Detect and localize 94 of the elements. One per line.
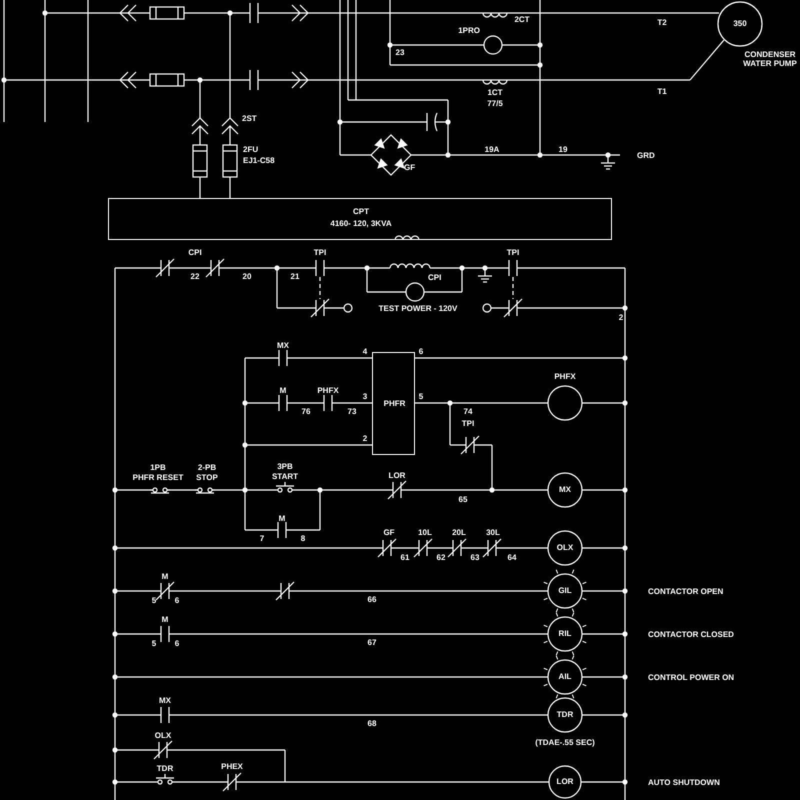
coil-label: TDR xyxy=(556,710,574,719)
device-label: MX xyxy=(159,696,171,705)
device-label: 2ST xyxy=(242,114,257,123)
terminal-label: T1 xyxy=(657,87,667,96)
device-label: 3PB xyxy=(277,462,293,471)
relay-coil xyxy=(548,531,582,565)
device-label: PHFR RESET xyxy=(132,473,184,482)
wire-number: 63 xyxy=(470,553,480,562)
terminal-number: 5 xyxy=(152,596,156,605)
terminal-number: 6 xyxy=(174,639,180,648)
lamp-function-text: CONTACTOR OPEN xyxy=(648,587,724,596)
timer-setting-text: (TDAE-.55 SEC) xyxy=(535,738,595,747)
lamp-function-text: CONTACTOR CLOSED xyxy=(648,630,734,639)
device-label: TPI xyxy=(314,248,326,257)
device-label: LOR xyxy=(388,471,406,480)
wire-number: 22 xyxy=(190,272,200,281)
relay-label: 1PRO xyxy=(458,26,480,35)
device-label: M xyxy=(280,386,286,395)
wire-number: 62 xyxy=(436,553,446,562)
device-label: 1PB xyxy=(150,463,166,472)
part-number: EJ1-C58 xyxy=(243,156,275,165)
device-label: 1CT xyxy=(487,88,503,97)
wire-number: 66 xyxy=(368,595,376,604)
device-label: M xyxy=(162,572,168,581)
wire-number: 23 xyxy=(396,48,404,57)
device-label: MX xyxy=(277,341,289,350)
transformer-box xyxy=(108,198,612,240)
device-label: 30L xyxy=(486,528,500,537)
wire-number: 74 xyxy=(464,407,472,416)
coil-label: OLX xyxy=(556,543,574,552)
wire-number: 67 xyxy=(368,638,376,647)
wire-number: 19A xyxy=(484,145,500,154)
wire-number: 73 xyxy=(348,407,356,416)
lamp-function-text: CONTROL POWER ON xyxy=(648,673,734,682)
terminal-number: 3 xyxy=(362,392,368,401)
relay-coil xyxy=(548,473,582,507)
coil-label: RIL xyxy=(558,629,572,638)
ratio-text: 77/5 xyxy=(487,99,503,108)
box-title: PHFR xyxy=(384,398,406,408)
indicator-lamp xyxy=(541,653,589,701)
terminal-number: 4 xyxy=(362,347,368,356)
device-label: 10L xyxy=(418,528,432,537)
relay-module-box xyxy=(372,352,415,455)
device-label: PHFX xyxy=(317,386,339,395)
terminal-number: 6 xyxy=(174,596,180,605)
wire-number: 61 xyxy=(400,553,410,562)
terminal-label: T2 xyxy=(657,18,667,27)
wire-number: 8 xyxy=(300,534,306,543)
wire-number: 64 xyxy=(508,553,516,562)
relay-coil xyxy=(549,766,581,798)
note-text: TEST POWER - 120V xyxy=(378,304,458,313)
coil-label: 350 xyxy=(733,19,747,28)
wire-number: 76 xyxy=(302,407,310,416)
device-label: OLX xyxy=(154,731,172,740)
wire-number: 7 xyxy=(260,534,264,543)
motor-symbol xyxy=(718,2,762,46)
device-label: GF xyxy=(383,528,395,537)
coil-label: AIL xyxy=(558,672,572,681)
ground-label: GRD xyxy=(637,151,655,160)
terminal-number: 6 xyxy=(418,347,424,356)
indicator-lamp xyxy=(541,567,589,615)
coil-label: MX xyxy=(559,485,571,494)
device-label: STOP xyxy=(196,473,218,482)
relay-label: CPI xyxy=(428,273,442,282)
device-label: GF xyxy=(404,163,416,172)
rating-text: 4160- 120, 3KVA xyxy=(330,219,392,228)
equipment-name: CONDENSER WATER PUMP xyxy=(742,50,798,68)
coil-label: PHFX xyxy=(554,372,576,381)
device-label: PHEX xyxy=(221,762,243,771)
device-label: 2-PB xyxy=(198,463,216,472)
wire-number: 20 xyxy=(242,272,252,281)
device-label: 2CT xyxy=(514,15,530,24)
wire-number: 65 xyxy=(458,495,468,504)
wire-number: 2 xyxy=(618,313,624,322)
coil-label: LOR xyxy=(556,777,574,786)
device-label: M xyxy=(162,615,168,624)
indicator-lamp xyxy=(541,610,589,658)
wire-number: 19 xyxy=(558,145,568,154)
device-label: TPI xyxy=(462,419,474,428)
device-label: 2FU xyxy=(243,145,258,154)
lamp-function-text: AUTO SHUTDOWN xyxy=(648,778,720,787)
device-label: START xyxy=(272,472,298,481)
device-label: TDR xyxy=(156,764,174,773)
device-label: CPI xyxy=(188,248,202,257)
terminal-number: 5 xyxy=(152,639,156,648)
wire-number: 68 xyxy=(368,719,376,728)
box-title: CPT xyxy=(353,207,369,216)
wire-number: 21 xyxy=(290,272,300,281)
device-label: M xyxy=(278,514,286,523)
terminal-number: 5 xyxy=(418,392,424,401)
device-label: 20L xyxy=(452,528,466,537)
coil-label: GIL xyxy=(558,586,572,595)
device-label: TPI xyxy=(506,248,520,257)
terminal-number: 2 xyxy=(362,434,368,443)
